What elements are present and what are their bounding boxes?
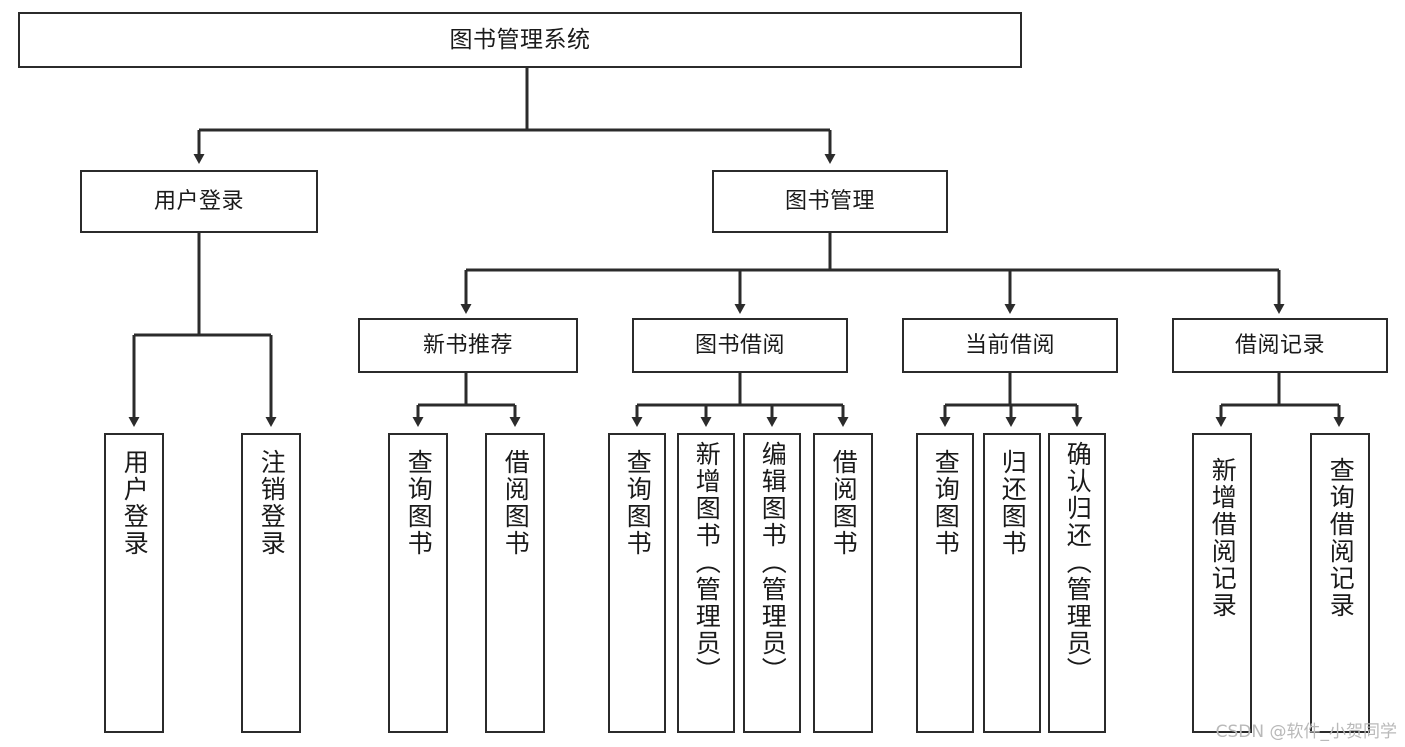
node-label: 新书推荐 (422, 332, 513, 358)
node-label: 图书管理 (784, 188, 875, 214)
node-label: 归还图书 (998, 449, 1028, 557)
node-label: 确认归还（管理员） (1063, 441, 1093, 684)
node-book-borrow[interactable]: 图书借阅 (632, 318, 848, 373)
leaf-book-borrow-edit[interactable]: 编辑图书（管理员） (743, 433, 801, 733)
node-book-manage[interactable]: 图书管理 (712, 170, 948, 233)
node-label: 图书管理系统 (449, 26, 591, 53)
node-borrow-record[interactable]: 借阅记录 (1172, 318, 1388, 373)
node-label: 查询借阅记录 (1326, 457, 1356, 619)
node-label: 查询图书 (404, 449, 434, 557)
leaf-current-borrow-return[interactable]: 归还图书 (983, 433, 1041, 733)
node-label: 当前借阅 (964, 332, 1055, 358)
node-label: 借阅图书 (501, 449, 531, 557)
leaf-book-borrow-query[interactable]: 查询图书 (608, 433, 666, 733)
csdn-watermark: CSDN @软件_小贺同学 (1215, 722, 1397, 742)
node-current-borrow[interactable]: 当前借阅 (902, 318, 1118, 373)
node-label: 借阅记录 (1234, 332, 1325, 358)
leaf-book-borrow-borrow[interactable]: 借阅图书 (813, 433, 873, 733)
node-root-system[interactable]: 图书管理系统 (18, 12, 1022, 68)
node-label: 新增借阅记录 (1208, 457, 1238, 619)
leaf-user-login-login[interactable]: 用户登录 (104, 433, 164, 733)
node-label: 查询图书 (623, 449, 653, 557)
node-user-login[interactable]: 用户登录 (80, 170, 318, 233)
node-label: 图书借阅 (694, 332, 785, 358)
node-label: 用户登录 (153, 188, 244, 214)
leaf-borrow-record-add[interactable]: 新增借阅记录 (1192, 433, 1252, 733)
node-new-book-recommend[interactable]: 新书推荐 (358, 318, 578, 373)
node-label: 用户登录 (120, 449, 150, 557)
leaf-new-book-query[interactable]: 查询图书 (388, 433, 448, 733)
leaf-book-borrow-add[interactable]: 新增图书（管理员） (677, 433, 735, 733)
node-label: 新增图书（管理员） (692, 441, 722, 684)
node-label: 查询图书 (931, 449, 961, 557)
leaf-current-borrow-query[interactable]: 查询图书 (916, 433, 974, 733)
node-label: 编辑图书（管理员） (758, 441, 788, 684)
node-label: 注销登录 (257, 449, 287, 557)
leaf-user-login-logout[interactable]: 注销登录 (241, 433, 301, 733)
leaf-borrow-record-query[interactable]: 查询借阅记录 (1310, 433, 1370, 733)
leaf-new-book-borrow[interactable]: 借阅图书 (485, 433, 545, 733)
leaf-current-borrow-confirm-return[interactable]: 确认归还（管理员） (1048, 433, 1106, 733)
node-label: 借阅图书 (829, 449, 859, 557)
